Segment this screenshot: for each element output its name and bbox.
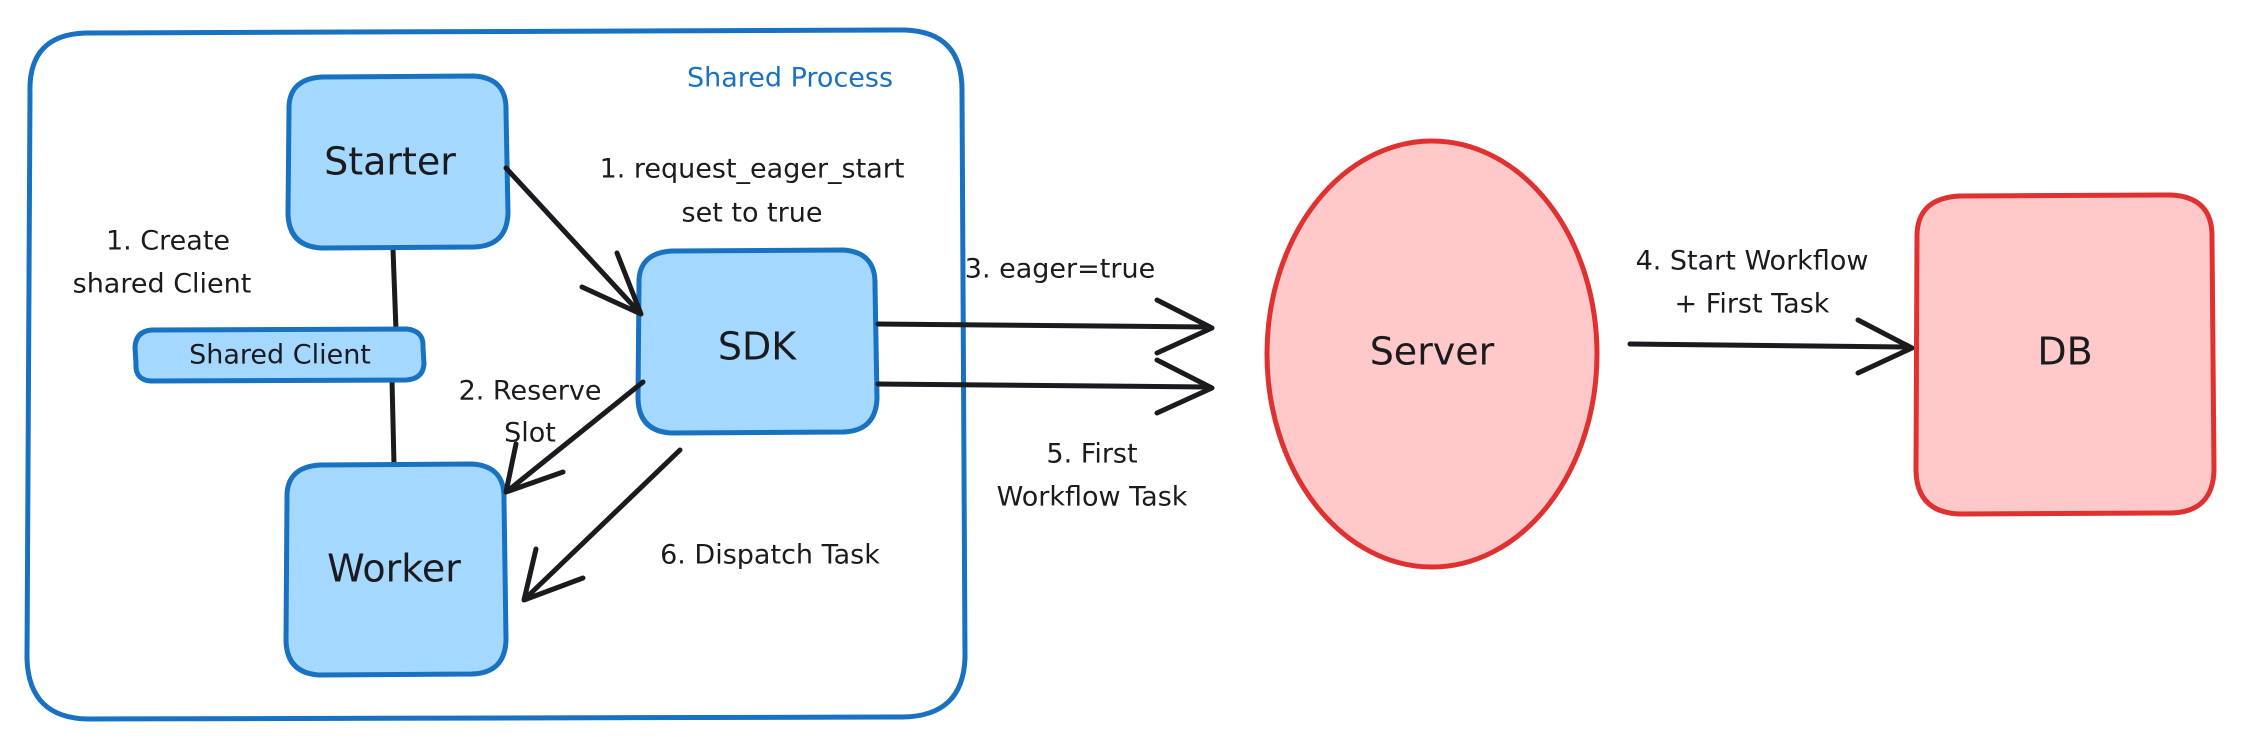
- starter-label: Starter: [324, 140, 456, 184]
- db-border: [1913, 192, 2217, 517]
- shared-client-border: [132, 326, 427, 384]
- edge-request-eager-start: 1. request_eager_start set to true: [503, 154, 905, 317]
- reserve-slot-label-line2: Slot: [504, 418, 556, 449]
- worker-label: Worker: [327, 547, 461, 591]
- eager-true-line: [875, 321, 1211, 330]
- edge-dispatch-task: 6. Dispatch Task: [521, 447, 880, 603]
- request-eager-start-label-line1: 1. request_eager_start: [600, 154, 905, 185]
- dispatch-task-arrowhead: [521, 546, 586, 603]
- first-workflow-task-line: [875, 381, 1211, 390]
- reserve-slot-arrowhead: [503, 441, 566, 495]
- dispatch-task-label: 6. Dispatch Task: [660, 540, 880, 571]
- shared-process-border: [24, 27, 968, 722]
- node-db[interactable]: DB: [1913, 192, 2217, 517]
- edge-first-workflow-task: 5. First Workflow Task: [875, 357, 1215, 513]
- sdk-label: SDK: [718, 325, 797, 369]
- sdk-border: [635, 247, 880, 436]
- first-workflow-task-arrowhead: [1154, 357, 1215, 416]
- node-shared-client[interactable]: Shared Client: [132, 326, 427, 384]
- db-label: DB: [2037, 330, 2092, 374]
- create-shared-client-line: [390, 246, 399, 333]
- shared-process-title: Shared Process: [687, 63, 893, 94]
- node-starter[interactable]: Starter: [285, 73, 511, 251]
- server-label: Server: [1370, 330, 1495, 374]
- edge-shared-client-worker: [389, 377, 397, 467]
- create-shared-client-label-line2: shared Client: [73, 269, 252, 300]
- eager-true-label: 3. eager=true: [965, 254, 1155, 285]
- dispatch-task-line: [525, 447, 683, 599]
- start-workflow-first-task-arrowhead: [1855, 317, 1915, 376]
- group-shared-process: Shared Process: [24, 27, 968, 722]
- request-eager-start-label-line2: set to true: [682, 198, 823, 229]
- server-border: [1264, 138, 1600, 570]
- reserve-slot-line: [507, 379, 646, 492]
- shared-client-fill: [137, 330, 423, 380]
- server-fill: [1267, 141, 1597, 567]
- worker-border: [283, 461, 509, 678]
- shared-client-worker-line: [389, 377, 397, 467]
- start-workflow-first-task-label-line1: 4. Start Workflow: [1636, 246, 1869, 277]
- node-server[interactable]: Server: [1264, 138, 1600, 570]
- edge-create-shared-client: 1. Create shared Client: [73, 226, 399, 333]
- worker-fill: [288, 465, 504, 673]
- edge-reserve-slot: 2. Reserve Slot: [459, 376, 646, 495]
- eager-true-arrowhead: [1154, 297, 1215, 356]
- edge-eager-true: 3. eager=true: [875, 254, 1215, 356]
- starter-fill: [290, 77, 506, 246]
- sdk-fill: [640, 251, 875, 431]
- starter-border: [285, 73, 511, 251]
- first-workflow-task-label-line2: Workflow Task: [997, 482, 1188, 513]
- start-workflow-first-task-line: [1627, 341, 1911, 350]
- node-sdk[interactable]: SDK: [635, 247, 880, 436]
- request-eager-start-line: [503, 165, 641, 314]
- create-shared-client-label-line1: 1. Create: [106, 226, 230, 257]
- db-fill: [1918, 196, 2212, 512]
- edge-start-workflow-first-task: 4. Start Workflow + First Task: [1627, 246, 1915, 376]
- first-workflow-task-label-line1: 5. First: [1046, 439, 1137, 470]
- shared-client-label: Shared Client: [189, 340, 371, 371]
- start-workflow-first-task-label-line2: + First Task: [1675, 289, 1830, 320]
- node-worker[interactable]: Worker: [283, 461, 509, 678]
- request-eager-start-arrowhead: [579, 250, 644, 317]
- reserve-slot-label-line1: 2. Reserve: [459, 376, 602, 407]
